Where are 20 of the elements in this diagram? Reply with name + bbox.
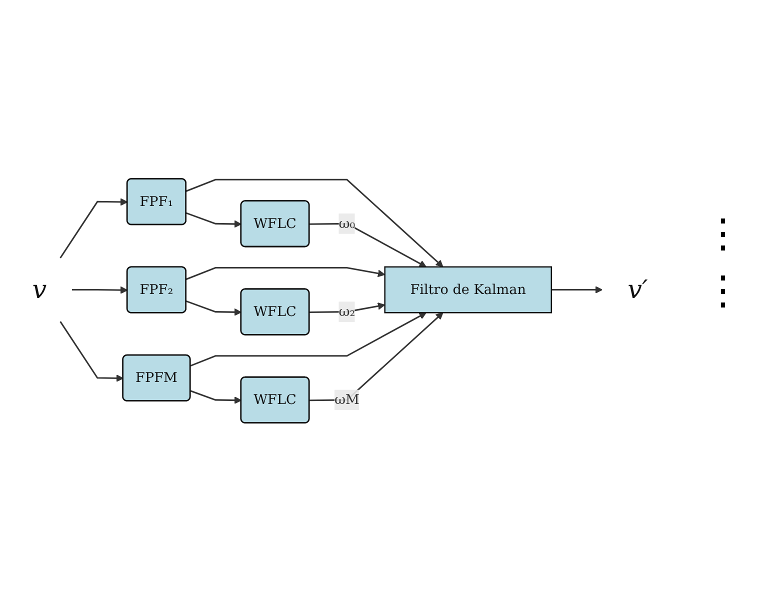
arrow	[190, 312, 427, 367]
node-box: Filtro de Kalman	[384, 266, 552, 314]
edge-label: ωM	[334, 392, 360, 408]
edge-label: ω₀	[338, 215, 356, 232]
ellipsis-mark: ⋮	[702, 267, 744, 314]
arrow	[186, 267, 386, 280]
arrow	[186, 300, 242, 316]
arrow	[551, 286, 603, 294]
arrow	[60, 198, 128, 259]
arrow	[309, 302, 386, 314]
arrow	[72, 286, 128, 294]
arrow	[186, 212, 242, 228]
ellipsis-mark: ⋮	[702, 210, 744, 257]
arrow	[186, 179, 444, 268]
arrow	[60, 321, 124, 382]
node-text: v′	[628, 275, 648, 305]
edge-label: ω₂	[338, 304, 356, 320]
node-text: v	[32, 275, 47, 305]
arrow	[190, 390, 242, 404]
arrow	[309, 223, 427, 268]
